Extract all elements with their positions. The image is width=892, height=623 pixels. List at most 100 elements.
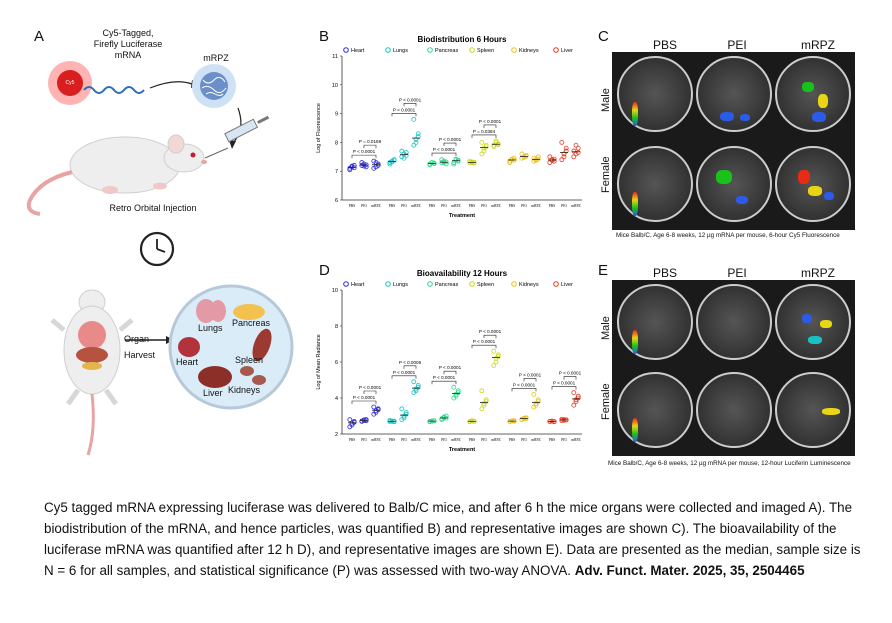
chart-b-data-point: [451, 161, 457, 167]
chart-b-legend-marker-0: [343, 47, 349, 53]
chart-b-legend-label-0: Heart: [351, 48, 365, 54]
organ-label-kidneys: Kidneys: [228, 385, 261, 395]
chart-b-treatment-label: PBS: [349, 204, 355, 208]
chart-d-data-point: [413, 388, 419, 394]
chart-b-legend-marker-4: [511, 47, 517, 53]
chart-b-p-value: P < 0.0001: [393, 107, 416, 112]
chart-b-treatment-label: PBS: [549, 204, 555, 208]
chart-d-significance-bracket: [443, 370, 457, 375]
dissected-mouse-illustration: [50, 289, 134, 456]
chart-b-data-point: [483, 144, 489, 150]
chart-d-data-point: [561, 417, 567, 423]
chart-b-data-point: [535, 154, 541, 160]
chart-b-treatment-label: mRPZ: [371, 204, 380, 208]
chart-b-ytick-label: 8: [335, 140, 338, 146]
chart-d-treatment-label: PBS: [349, 438, 355, 442]
chart-b-data-point: [571, 148, 577, 154]
chart-b-data-point: [401, 155, 407, 161]
chart-d-data-point: [481, 402, 487, 408]
chart-d-significance-bracket: [511, 388, 537, 392]
chart-d-data-point: [483, 399, 489, 405]
panel-label-c: C: [598, 28, 609, 45]
panel-label-e: E: [598, 262, 609, 279]
chart-d-legend-label-3: Spleen: [477, 282, 494, 288]
chart-b-treatment-label: PEI: [561, 204, 567, 208]
chart-d-data-point: [479, 388, 485, 394]
chart-d-data-point: [371, 404, 377, 410]
chart-d-xlabel: Treatment: [449, 447, 475, 453]
photo-e-col-pei: PEI: [727, 266, 747, 280]
chart-b-data-point: [481, 148, 487, 154]
chart-b-significance-bracket: [471, 134, 497, 138]
chart-b-treatment-label: mRPZ: [491, 204, 500, 208]
chart-d-treatment-label: mRPZ: [531, 438, 540, 442]
chart-b-data-point: [399, 148, 405, 154]
photo-panel-e: PBS PEI mRPZ Male Female: [600, 266, 855, 456]
chart-d-legend-marker-4: [511, 281, 517, 287]
chart-d-significance-bracket: [391, 375, 417, 379]
chart-b-data-point: [563, 148, 569, 154]
chart-d-treatment-label: PBS: [549, 438, 555, 442]
chart-d-legend-marker-5: [553, 281, 559, 287]
chart-d-treatment-label: mRPZ: [571, 438, 580, 442]
chart-b-treatment-label: PEI: [401, 204, 407, 208]
chart-b-data-point: [573, 142, 579, 148]
chart-d-data-point: [347, 417, 353, 423]
chart-b-data-point: [413, 140, 419, 145]
chart-b-data-point: [563, 145, 569, 151]
photo-c-row-male: Male: [600, 88, 612, 112]
chart-b-legend-marker-2: [427, 47, 433, 53]
clock-icon: [139, 231, 175, 267]
chart-b-data-point: [351, 165, 357, 171]
chart-b-significance-bracket: [351, 154, 377, 159]
chart-d-significance-bracket: [403, 365, 417, 369]
chart-d-treatment-label: PBS: [509, 438, 515, 442]
chart-d-legend-label-0: Heart: [351, 282, 365, 288]
chart-b-treatment-label: PEI: [481, 204, 487, 208]
chart-b-data-point: [551, 158, 557, 164]
chart-b-treatment-label: PEI: [361, 204, 367, 208]
chart-b-treatment-label: PBS: [469, 204, 475, 208]
chart-d-treatment-label: mRPZ: [371, 438, 380, 442]
chart-b-data-point: [495, 142, 501, 148]
chart-d-data-point: [455, 388, 461, 394]
photo-e-caption: Mice Balb/C, Age 6-8 weeks, 12 µg mRNA p…: [608, 460, 851, 467]
chart-d-p-value: P < 0.0006: [399, 360, 422, 365]
chart-b-data-point: [551, 156, 557, 162]
chart-b-data-point: [479, 140, 485, 145]
chart-b-data-point: [455, 157, 461, 163]
chart-d-legend-label-5: Liver: [561, 282, 573, 288]
chart-d-treatment-label: PEI: [521, 438, 527, 442]
chart-b-data-point: [559, 140, 565, 145]
chart-d-data-point: [351, 419, 357, 425]
chart-b-ytick-label: 9: [335, 112, 338, 118]
chart-b-legend-label-2: Pancreas: [435, 48, 458, 54]
chart-d-p-value: P < 0.0001: [353, 395, 376, 400]
mouse-illustration: [26, 134, 207, 216]
chart-d-treatment-label: PBS: [389, 438, 395, 442]
chart-b-significance-bracket: [363, 144, 377, 149]
chart-d-p-value: P < 0.0001: [513, 382, 536, 387]
chart-b-significance-bracket: [431, 152, 457, 157]
chart-d-data-point: [451, 384, 457, 390]
chart-b-data-point: [493, 138, 499, 144]
chart-b-legend-label-1: Lungs: [393, 48, 408, 54]
chart-d-p-value: P < 0.0001: [559, 371, 582, 376]
chart-d-treatment-label: PEI: [561, 438, 567, 442]
chart-b-legend-marker-1: [385, 47, 391, 53]
chart-d-legend-marker-3: [469, 281, 475, 287]
chart-d-data-point: [455, 390, 461, 396]
injection-label: Retro Orbital Injection: [109, 203, 197, 213]
chart-b-legend-label-5: Liver: [561, 48, 573, 54]
panel-label-a: A: [34, 28, 45, 45]
photo-c-col-pei: PEI: [727, 38, 747, 52]
mrna-label: Cy5-Tagged, Firefly Luciferase mRNA: [93, 28, 163, 60]
chart-d-ytick-label: 8: [335, 324, 338, 330]
chart-d-data-point: [361, 417, 367, 423]
syringe-icon: [204, 115, 270, 159]
chart-b-data-point: [375, 161, 381, 167]
panel-label-b: B: [319, 28, 330, 45]
chart-b-p-value: P < 0.0001: [433, 147, 456, 152]
chart-b-legend-marker-3: [469, 47, 475, 53]
